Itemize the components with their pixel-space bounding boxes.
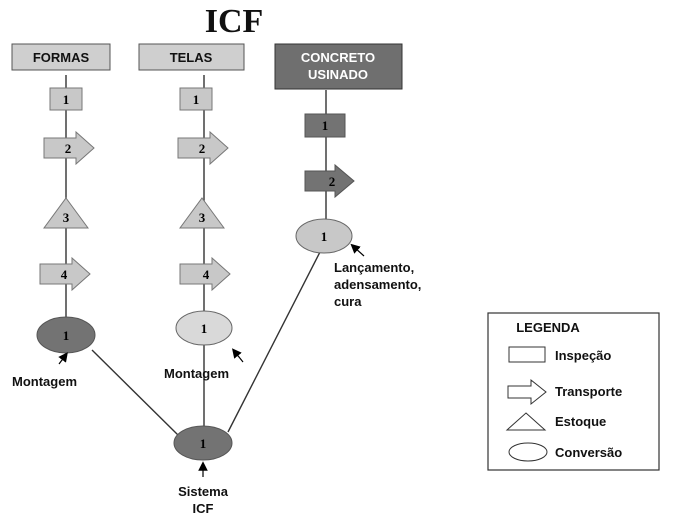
formas-inspection: 1 [49,87,83,111]
formas-transport-2: 4 [39,256,91,292]
legend-title: LEGENDA [516,320,580,335]
svg-text:1: 1 [200,436,207,451]
svg-text:4: 4 [203,267,210,282]
formas-conversion: 1 [36,316,96,354]
telas-conversion: 1 [175,310,233,346]
svg-text:cura: cura [334,294,362,309]
legend-triangle-icon [505,412,547,431]
formas-transport: 2 [43,130,95,166]
svg-text:3: 3 [199,210,206,225]
header-formas: FORMAS [11,43,111,71]
legend-ellipse-icon [508,442,548,462]
concreto-conversion: 1 [295,218,353,254]
header-concreto: CONCRETO USINADO [274,43,403,90]
legend-item-conversao: Conversão [555,445,622,460]
icf-system-label-line2: ICF [193,501,214,516]
svg-text:2: 2 [65,141,72,156]
svg-text:1: 1 [201,321,208,336]
telas-transport-2: 4 [179,256,231,292]
svg-text:3: 3 [63,210,70,225]
legend-item-inspecao: Inspeção [555,348,611,363]
svg-text:1: 1 [193,92,200,107]
legend-item-estoque: Estoque [555,414,606,429]
telas-montagem-label: Montagem [164,366,229,381]
concreto-inspection: 1 [304,113,346,138]
header-telas: TELAS [138,43,245,71]
telas-inspection: 1 [179,87,213,111]
legend-arrow-icon [507,378,547,406]
legend-item-transporte: Transporte [555,384,622,399]
svg-text:1: 1 [63,92,70,107]
svg-text:2: 2 [329,174,336,189]
header-formas-label: FORMAS [33,50,90,65]
icf-system-label-line1: Sistema [178,484,229,499]
icf-system-conversion: 1 [173,425,233,461]
telas-storage: 3 [179,197,225,229]
concreto-transport: 2 [304,163,355,199]
header-telas-label: TELAS [170,50,213,65]
header-concreto-line1: CONCRETO [301,50,375,65]
svg-text:4: 4 [61,267,68,282]
legend-rectangle-icon [508,346,546,363]
svg-text:1: 1 [63,328,70,343]
svg-text:1: 1 [321,229,328,244]
legend: LEGENDA Inspeção Transporte Estoque Conv… [487,312,660,471]
svg-text:2: 2 [199,141,206,156]
telas-transport: 2 [177,130,229,166]
formas-storage: 3 [43,197,89,229]
svg-text:Lançamento,: Lançamento, [334,260,414,275]
svg-text:adensamento,: adensamento, [334,277,421,292]
diagram-title: ICF [205,3,264,40]
header-concreto-line2: USINADO [308,67,368,82]
svg-text:1: 1 [322,118,329,133]
concreto-conversion-label: Lançamento, adensamento, cura [334,260,421,309]
flow-lines [65,75,327,436]
formas-montagem-label: Montagem [12,374,77,389]
